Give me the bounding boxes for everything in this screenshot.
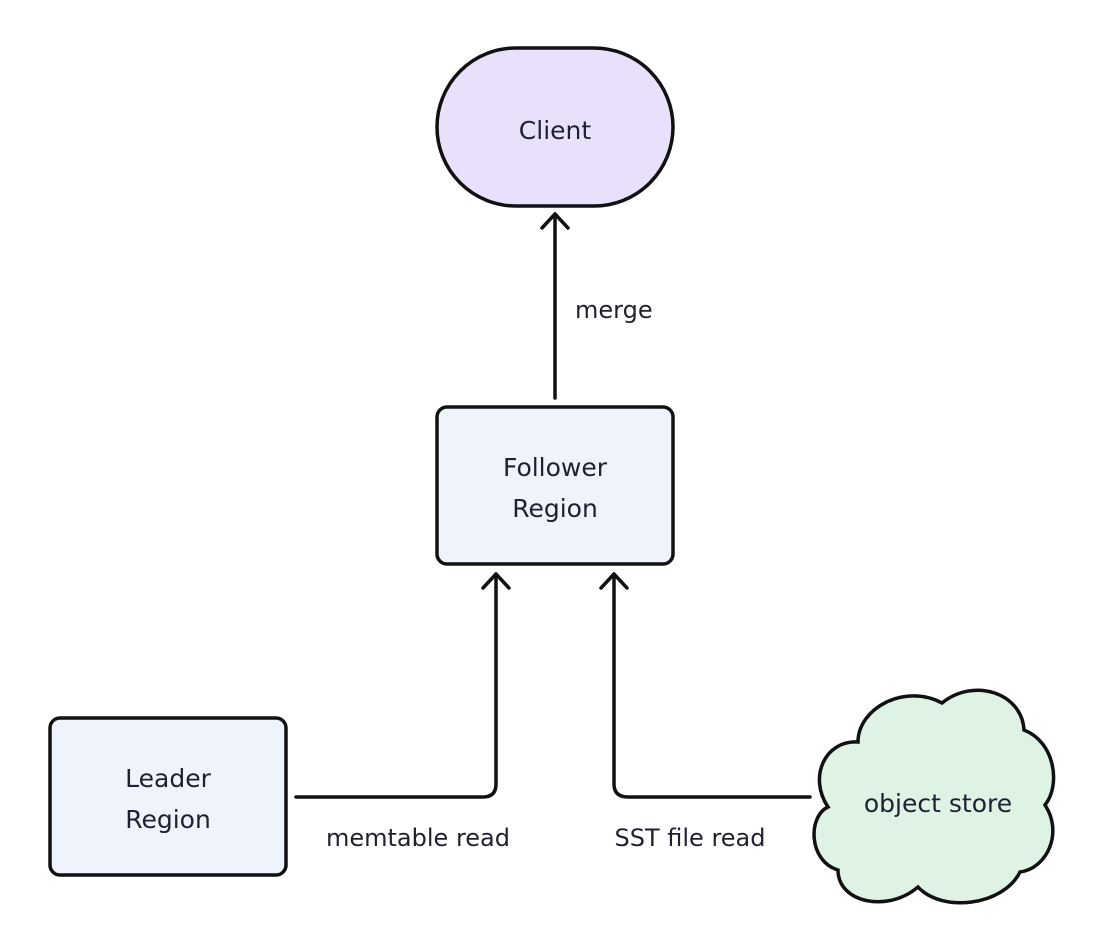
follower-region-label-line2: Region [512, 494, 598, 523]
leader-region-label-line2: Region [125, 805, 211, 834]
object-store-cloud-shape [812, 688, 1056, 905]
merge-edge: merge [540, 212, 653, 400]
leader-region-node: Leader Region [48, 716, 288, 877]
follower-region-label-line1: Follower [503, 453, 608, 482]
client-shape [435, 46, 675, 208]
leader-region-label-line1: Leader [125, 764, 211, 793]
follower-region-shape [435, 405, 675, 566]
sst-file-read-edge-line [612, 572, 812, 799]
sst-file-read-edge-label: SST file read [615, 824, 766, 852]
sst-file-read-arrowhead-icon [599, 572, 629, 590]
memtable-read-edge-label: memtable read [326, 824, 510, 852]
client-label: Client [519, 116, 592, 145]
object-store-node: object store [812, 688, 1056, 905]
leader-region-shape [48, 716, 288, 877]
client-node: Client [435, 46, 675, 208]
follower-region-node: Follower Region [435, 405, 675, 566]
merge-edge-label: merge [575, 296, 653, 324]
sst-file-read-edge: SST file read [599, 572, 812, 852]
memtable-read-edge: memtable read [294, 572, 511, 852]
object-store-label: object store [864, 789, 1012, 818]
memtable-read-arrowhead-icon [481, 572, 511, 590]
memtable-read-edge-line [294, 572, 498, 799]
merge-arrowhead-icon [540, 212, 570, 230]
